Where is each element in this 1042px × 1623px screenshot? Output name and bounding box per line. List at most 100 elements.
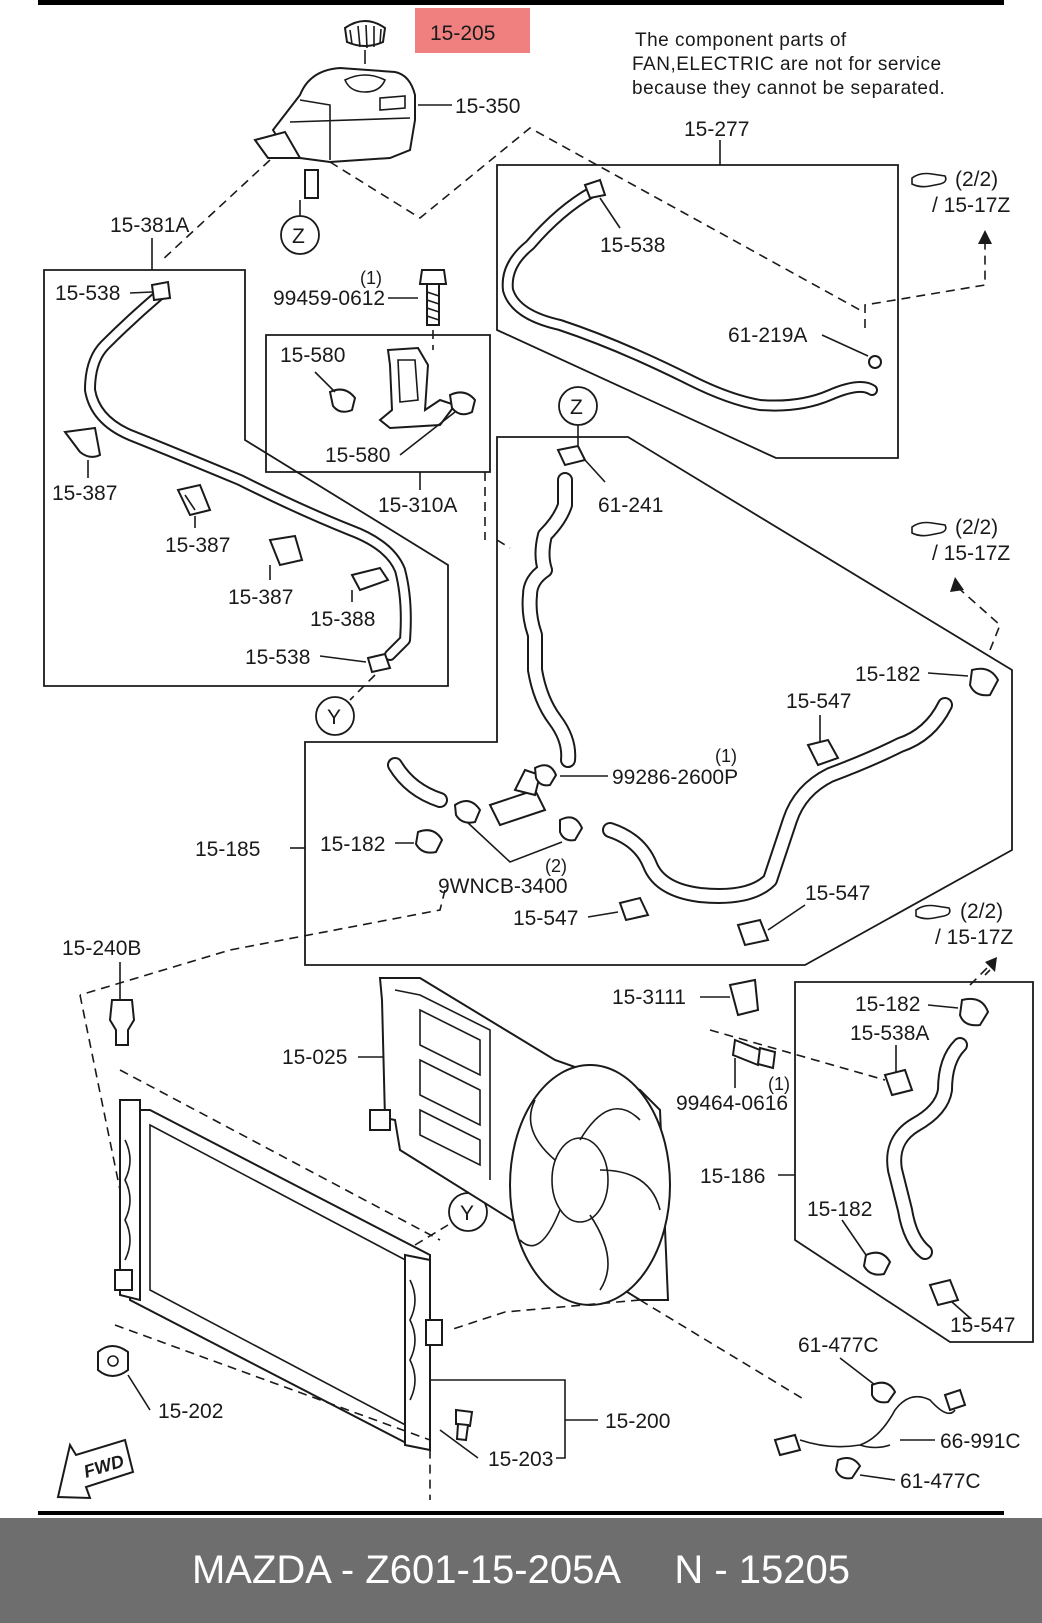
note-line-1: The component parts of [635,30,847,51]
label-15-182-a[interactable]: 15-182 [855,663,920,686]
fan-assembly[interactable] [509,1064,671,1306]
ref-page-1[interactable]: (2/2) [955,168,998,191]
hose-main-15-185[interactable] [602,697,953,904]
label-15-547-d[interactable]: 15-547 [950,1314,1015,1337]
label-15-580-b[interactable]: 15-580 [325,444,390,467]
label-15-547-b[interactable]: 15-547 [513,907,578,930]
label-15-186[interactable]: 15-186 [700,1165,765,1188]
label-15-182-c[interactable]: 15-182 [855,993,920,1016]
label-15-580-a[interactable]: 15-580 [280,344,345,367]
ref-hand-icon-2 [911,521,947,537]
label-15-200[interactable]: 15-200 [605,1410,670,1433]
label-99459-0612[interactable]: 99459-0612 [273,287,385,310]
label-15-202[interactable]: 15-202 [158,1400,223,1423]
mount-15-202[interactable] [97,1345,129,1377]
clip-61-477C-a[interactable] [871,1381,897,1404]
clip-15-580-b[interactable] [448,391,477,416]
label-15-203[interactable]: 15-203 [488,1448,553,1471]
label-9WNCB-qty: (2) [545,856,567,876]
label-15-547-a[interactable]: 15-547 [786,690,851,713]
label-15-240B[interactable]: 15-240B [62,937,141,960]
ref-page-3[interactable]: (2/2) [960,900,1003,923]
clamp-15-538-a[interactable] [583,178,607,200]
label-15-387-b[interactable]: 15-387 [165,534,230,557]
label-15-310A[interactable]: 15-310A [378,494,457,517]
bolt-99459-0612[interactable] [418,269,448,326]
hose-upper-15-185[interactable] [521,472,577,768]
label-9WNCB-3400[interactable]: 9WNCB-3400 [438,875,568,898]
label-15-3111[interactable]: 15-3111 [612,986,686,1009]
label-15-182-b[interactable]: 15-182 [320,833,385,856]
bracket-15-240B[interactable] [108,999,136,1046]
label-15-277[interactable]: 15-277 [684,118,749,141]
label-99286-qty: (1) [715,746,737,766]
ref-page-2[interactable]: (2/2) [955,516,998,539]
label-61-241[interactable]: 61-241 [598,494,663,517]
label-15-381A[interactable]: 15-381A [110,214,189,237]
label-99464-0616[interactable]: 99464-0616 [676,1092,788,1115]
box-15-381A [43,269,449,687]
ref-code-2[interactable]: / 15-17Z [932,542,1010,565]
clip-15-547-d[interactable] [928,1278,960,1307]
box-15-185 [304,436,1013,966]
top-border [38,0,1004,5]
clip-15-387-a[interactable] [63,426,102,458]
clamp-15-182-b[interactable] [414,829,444,854]
clip-15-547-a[interactable] [806,738,840,767]
clamp-15-538-c[interactable] [366,652,392,674]
label-15-182-d[interactable]: 15-182 [807,1198,872,1221]
bracket-15-310A-part[interactable] [378,346,457,430]
clamp-15-182-d[interactable] [862,1251,892,1276]
clamp-99286-2600P[interactable] [533,764,558,787]
label-15-350[interactable]: 15-350 [455,95,520,118]
clamp-15-182-a[interactable] [968,667,1000,697]
label-15-025[interactable]: 15-025 [282,1046,347,1069]
label-15-538A[interactable]: 15-538A [850,1022,929,1045]
label-15-185[interactable]: 15-185 [195,838,260,861]
clip-15-547-c[interactable] [736,918,770,947]
hose-15-277[interactable] [501,186,878,412]
ref-code-1[interactable]: / 15-17Z [932,194,1010,217]
ref-circle-z-top[interactable] [280,215,320,255]
clip-61-219A[interactable] [868,355,882,369]
reservoir-tank-15-350[interactable] [253,66,416,199]
clip-15-538A[interactable] [883,1068,914,1097]
joint-9WNCB[interactable] [488,768,547,827]
label-15-205[interactable]: 15-205 [430,22,495,45]
bracket-15-3111[interactable] [728,978,760,1017]
label-15-538-b[interactable]: 15-538 [55,282,120,305]
label-15-538-a[interactable]: 15-538 [600,234,665,257]
clamp-9WNCB-b[interactable] [559,816,584,842]
harness-66-991C[interactable] [773,1388,967,1457]
clamp-15-538-b[interactable] [150,280,172,302]
clip-61-477C-b[interactable] [834,1457,862,1480]
hose-short-15-185[interactable] [387,757,448,808]
clip-15-580-a[interactable] [328,388,357,413]
bolt-99464-0616[interactable] [731,1038,777,1070]
label-61-477C-a[interactable]: 61-477C [798,1334,879,1357]
clamp-9WNCB-a[interactable] [453,800,482,824]
hose-15-186[interactable] [886,1037,968,1260]
hose-15-381A[interactable] [84,290,412,661]
label-15-387-a[interactable]: 15-387 [52,482,117,505]
cap-15-205[interactable] [343,20,387,49]
clamp-61-241-part[interactable] [556,444,587,467]
bolt-15-203[interactable] [455,1408,474,1442]
label-15-388[interactable]: 15-388 [310,608,375,631]
clip-15-387-b[interactable] [176,483,212,517]
label-15-547-c[interactable]: 15-547 [805,882,870,905]
ref-circle-y-left[interactable] [315,696,355,736]
clip-15-387-c[interactable] [268,534,304,567]
ref-code-3[interactable]: / 15-17Z [935,926,1013,949]
clamp-15-182-c[interactable] [958,997,990,1027]
label-66-991C[interactable]: 66-991C [940,1430,1021,1453]
clip-15-388[interactable] [350,566,390,592]
clip-15-547-b[interactable] [618,896,650,922]
label-61-219A[interactable]: 61-219A [728,324,807,347]
label-15-538-c[interactable]: 15-538 [245,646,310,669]
label-15-387-c[interactable]: 15-387 [228,586,293,609]
note-line-3: because they cannot be separated. [632,78,945,99]
label-99286-2600P[interactable]: 99286-2600P [612,766,738,789]
label-61-477C-b[interactable]: 61-477C [900,1470,981,1493]
radiator-15-200[interactable] [114,1099,443,1452]
